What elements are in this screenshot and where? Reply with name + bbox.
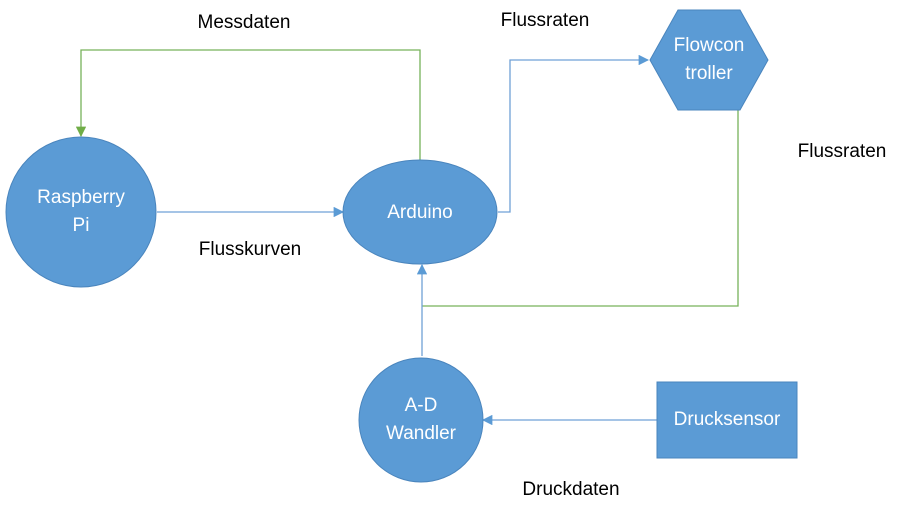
drucksensor-label: Drucksensor — [674, 409, 781, 430]
edge-flussraten-to-controller — [498, 54, 650, 213]
edge-flussraten-from-controller — [422, 110, 739, 307]
raspberry-pi-label-line2: Pi — [73, 215, 90, 236]
label-flussraten-top: Flussraten — [501, 10, 590, 31]
node-arduino: Arduino — [342, 159, 498, 265]
flowcontroller-label-line1: Flowcon — [674, 35, 745, 56]
ad-wandler-label-line2: Wandler — [386, 423, 457, 444]
label-messdaten: Messdaten — [198, 12, 291, 33]
node-flowcontroller: Flowcon troller — [649, 9, 769, 111]
label-flusskurven: Flusskurven — [199, 239, 301, 260]
node-ad-wandler: A-D Wandler — [358, 357, 484, 483]
label-druckdaten: Druckdaten — [522, 479, 619, 500]
node-raspberry-pi: Raspberry Pi — [5, 136, 157, 288]
node-drucksensor: Drucksensor — [656, 381, 798, 459]
label-flussraten-right: Flussraten — [798, 141, 887, 162]
flowcontroller-label-line2: troller — [685, 63, 733, 84]
arduino-label: Arduino — [387, 202, 453, 223]
ad-wandler-label-line1: A-D — [405, 395, 438, 416]
raspberry-pi-label-line1: Raspberry — [37, 187, 125, 208]
edge-messdaten — [75, 49, 421, 160]
